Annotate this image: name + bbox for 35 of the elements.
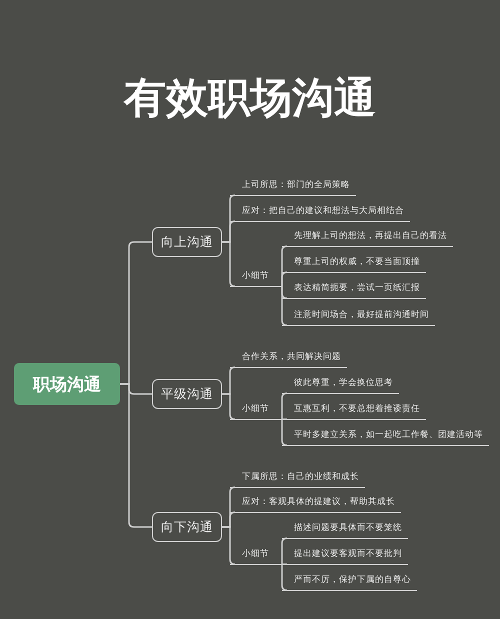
connector-line [222, 526, 236, 565]
root-box: 职场沟通 [14, 363, 120, 405]
topic-label: 小细节 [230, 266, 282, 287]
topic-label: 小细节 [230, 399, 282, 420]
connector-line [281, 564, 288, 591]
topic-label: 下属所思：自己的业绩和成长 [230, 467, 365, 488]
branch-box: 向下沟通 [152, 512, 222, 542]
connector-line [281, 272, 288, 287]
topic-label: 提出建议要客观而不要批判 [282, 544, 408, 565]
connector-line [222, 241, 236, 287]
topic-label: 先理解上司的想法，再提出自己的看法 [282, 226, 453, 247]
branch-box: 平级沟通 [152, 379, 222, 409]
title: 有效职场沟通 [122, 72, 377, 124]
topic-label: 合作关系，共同解决问题 [230, 347, 347, 368]
connector-line [282, 418, 287, 420]
connector-line [222, 393, 236, 420]
topic-label: 注意时间场合，最好提前沟通时间 [282, 305, 435, 326]
topic-label: 严而不厉，保护下属的自尊心 [282, 570, 417, 591]
topic-label: 平时多建立关系，如一起吃工作餐、团建活动等 [282, 425, 489, 446]
branch-box: 向上沟通 [152, 227, 222, 257]
topic-label: 上司所思：部门的全局策略 [230, 175, 356, 196]
topic-label: 互惠互利，不要总想着推诿责任 [282, 399, 426, 420]
topic-label: 尊重上司的权威，不要当面顶撞 [282, 252, 426, 273]
connector-line [282, 564, 287, 565]
topic-label: 应对：把自己的建议和想法与大局相结合 [230, 201, 410, 222]
topic-label: 表达精简扼要，尝试一页纸汇报 [282, 278, 426, 299]
topic-label: 彼此尊重，学会换位思考 [282, 373, 399, 394]
connector-line [281, 538, 288, 565]
topic-label: 描述问题要具体而不要笼统 [282, 518, 408, 539]
connector-line [281, 286, 288, 326]
connector-line [120, 383, 152, 528]
topic-label: 应对：客观具体的提建议，帮助其成长 [230, 492, 401, 513]
connector-line [281, 418, 288, 446]
connector-line [281, 392, 288, 420]
topic-label: 小细节 [230, 544, 282, 565]
